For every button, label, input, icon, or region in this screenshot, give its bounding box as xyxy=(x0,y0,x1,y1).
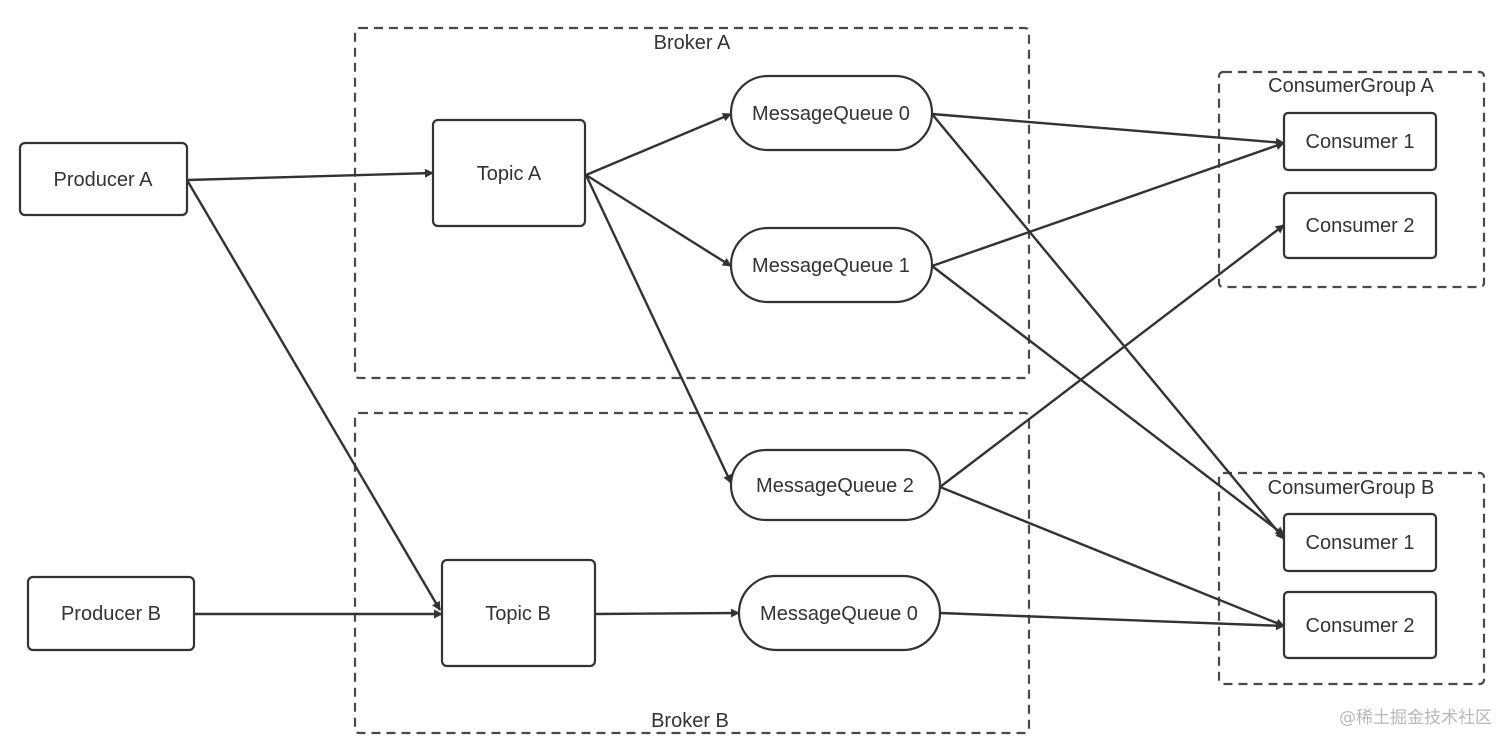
edge-mq-a1-to-cga-c1 xyxy=(931,141,1285,268)
message-queue-b0-node: MessageQueue 0 xyxy=(737,574,942,652)
edge-mq-a2-to-cgb-c2 xyxy=(939,485,1285,628)
consumer-group-b: ConsumerGroup B xyxy=(1217,471,1486,686)
topic-b-label: Topic B xyxy=(485,603,551,625)
edge-producer-a-to-topic-a xyxy=(186,168,434,182)
edge-topic-b-to-mq-b0 xyxy=(594,608,740,618)
consumer-group-b-consumer-1-node: Consumer 1 xyxy=(1282,512,1438,573)
message-queue-a0-label: MessageQueue 0 xyxy=(752,103,910,125)
broker-a-group: Broker A xyxy=(353,26,1031,380)
edge-mq-a2-to-cga-c2 xyxy=(939,224,1285,488)
message-queue-a1-node: MessageQueue 1 xyxy=(729,226,934,304)
message-queue-b0-label: MessageQueue 0 xyxy=(760,603,918,625)
consumer-group-b-label: ConsumerGroup B xyxy=(1268,477,1435,499)
consumer-group-a-consumer-2-node: Consumer 2 xyxy=(1282,191,1438,260)
consumer-group-b-consumer-1-label: Consumer 1 xyxy=(1306,532,1415,554)
consumer-group-a-consumer-1-label: Consumer 1 xyxy=(1306,131,1415,153)
edge-topic-a-to-mq-a1 xyxy=(585,173,732,268)
edge-producer-a-to-topic-b xyxy=(185,179,442,611)
producer-b-label: Producer B xyxy=(61,603,161,625)
producer-a-label: Producer A xyxy=(54,169,154,191)
consumer-group-b-consumer-2-node: Consumer 2 xyxy=(1282,590,1438,660)
topic-b-node: Topic B xyxy=(440,558,597,668)
watermark-text: @稀土掘金技术社区 xyxy=(1339,708,1492,728)
edge-mq-a1-to-cgb-c1 xyxy=(931,265,1285,536)
broker-b-label: Broker B xyxy=(651,710,729,732)
producer-a-node: Producer A xyxy=(18,141,189,217)
message-queue-a2-node: MessageQueue 2 xyxy=(729,448,942,522)
edge-topic-a-to-mq-a0 xyxy=(585,112,732,177)
producer-b-node: Producer B xyxy=(26,575,196,652)
consumer-group-b-consumer-2-label: Consumer 2 xyxy=(1306,615,1415,637)
edge-topic-a-to-mq-a2 xyxy=(584,174,733,484)
broker-b-group: Broker B xyxy=(353,411,1031,735)
topic-a-label: Topic A xyxy=(477,163,542,185)
message-queue-a1-label: MessageQueue 1 xyxy=(752,255,910,277)
edges xyxy=(185,112,1285,631)
message-queue-a2-label: MessageQueue 2 xyxy=(756,475,914,497)
consumer-group-a-consumer-2-label: Consumer 2 xyxy=(1306,215,1415,237)
topic-a-node: Topic A xyxy=(431,118,587,228)
broker-a-label: Broker A xyxy=(654,32,731,54)
edge-mq-b0-to-cgb-c2 xyxy=(939,611,1285,631)
message-queue-a0-node: MessageQueue 0 xyxy=(729,74,934,152)
consumer-group-a-consumer-1-node: Consumer 1 xyxy=(1282,111,1438,172)
consumer-group-a-label: ConsumerGroup A xyxy=(1268,75,1434,97)
edge-mq-a0-to-cgb-c1 xyxy=(931,113,1285,540)
edge-mq-a0-to-cga-c1 xyxy=(931,112,1285,147)
consumer-group-a: ConsumerGroup A xyxy=(1217,70,1486,289)
